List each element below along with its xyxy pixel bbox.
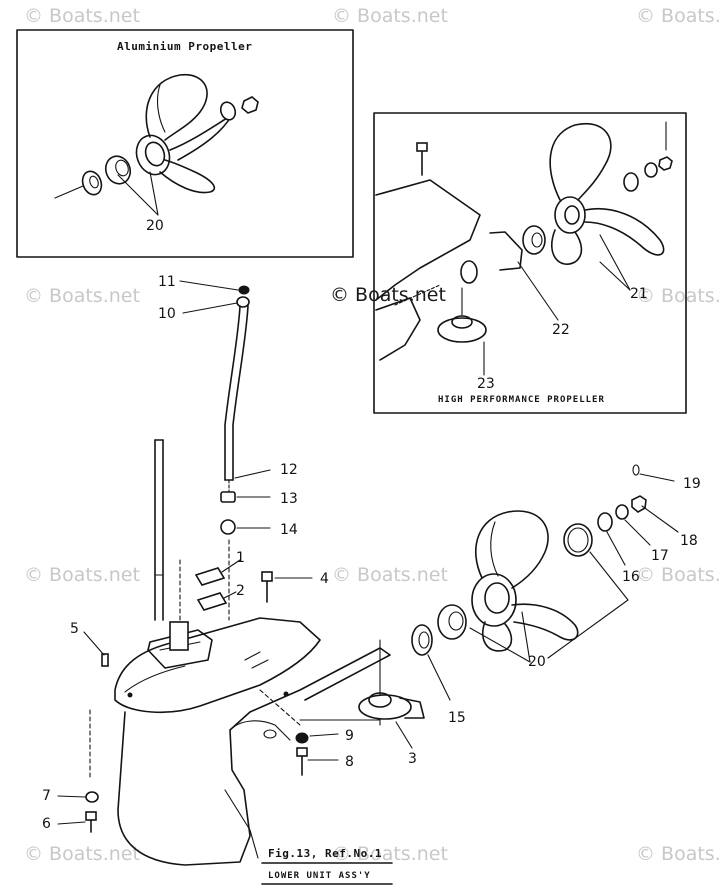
watermark-layer: © Boats.net © Boats.net © Boats.net © Bo… <box>24 5 720 865</box>
callout-20: 20 <box>528 654 546 670</box>
part-5-shape <box>101 653 109 667</box>
thrust-spacer-shape <box>522 225 546 255</box>
hp-blade-lower <box>550 229 583 265</box>
water-pump-base <box>147 629 213 669</box>
upper-small-parts: 1 2 4 5 <box>70 550 329 667</box>
callout-14: 14 <box>280 522 298 538</box>
propeller-nut-shape <box>241 96 259 114</box>
figure-caption: Fig.13, Ref.No.1 LOWER UNIT ASS'Y <box>261 847 393 885</box>
propeller-blade-upper <box>145 74 208 141</box>
callout-11: 11 <box>158 274 176 290</box>
anode-plate-shape <box>437 317 487 343</box>
watermark: © Boats.net <box>24 285 140 307</box>
callout-1: 1 <box>236 550 245 566</box>
callout-22: 22 <box>552 322 570 338</box>
callout-20-inset: 20 <box>146 218 164 234</box>
propeller-blade-lower <box>159 159 216 194</box>
callout-8: 8 <box>345 754 354 770</box>
lower-gearcase-housing <box>89 617 391 866</box>
propeller-washer-shape <box>219 101 237 121</box>
gearcase-top-plate <box>114 617 321 714</box>
callout-19: 19 <box>683 476 701 492</box>
watermark: © Boats.net <box>636 5 720 27</box>
watermark: © Boats.net <box>332 5 448 27</box>
callout-16: 16 <box>622 569 640 585</box>
part-2-shape <box>196 592 228 611</box>
main-propeller-assembly: 15 20 16 17 18 <box>411 464 701 726</box>
callout-23: 23 <box>477 376 495 392</box>
watermark: © Boats.net <box>636 285 720 307</box>
callout-3: 3 <box>408 751 417 767</box>
part-15-shape <box>411 624 433 656</box>
callout-7: 7 <box>42 788 51 804</box>
thrust-washer-shape <box>81 170 103 196</box>
part-19-shape <box>632 464 640 476</box>
inset-high-performance-propeller: 21 22 23 HIGH PERFORMANCE PROPELLER <box>373 112 687 414</box>
callout-13: 13 <box>280 491 298 507</box>
shift-rod-assembly: 11 10 12 13 14 <box>154 274 298 641</box>
lower-fasteners: 7 6 9 8 <box>42 728 354 833</box>
inset-frame <box>373 112 687 414</box>
figure-caption-text: LOWER UNIT ASS'Y <box>268 871 371 881</box>
figure-ref: Fig.13, Ref.No.1 <box>268 847 382 860</box>
gearcase-body <box>117 647 391 866</box>
callout-17: 17 <box>651 548 669 564</box>
watermark: © Boats.net <box>24 5 140 27</box>
part-10-shape <box>236 296 250 308</box>
hp-propeller-hub <box>554 196 586 234</box>
callout-10: 10 <box>158 306 176 322</box>
part-17-shape <box>615 504 629 520</box>
hp-blade-upper <box>549 122 612 201</box>
part-3-trim-tab: 3 <box>358 692 425 767</box>
callout-5: 5 <box>70 621 79 637</box>
watermark: © Boats.net <box>332 564 448 586</box>
callout-12: 12 <box>280 462 298 478</box>
watermark: © Boats.net <box>636 843 720 865</box>
prop-thrust-spacer <box>437 604 467 640</box>
thrust-spacer-shape <box>104 155 132 185</box>
part-14-shape <box>220 519 236 535</box>
part-1-shape <box>194 567 226 586</box>
callout-4: 4 <box>320 571 329 587</box>
part-9-shape <box>295 732 309 744</box>
callout-21: 21 <box>630 286 648 302</box>
watermark: © Boats.net <box>24 564 140 586</box>
inset-aluminium-title: Aluminium Propeller <box>117 40 252 53</box>
part-13-shape <box>220 491 236 503</box>
main-propeller-blade-lower <box>481 621 513 652</box>
propeller-blade-right <box>169 114 233 161</box>
part-16-shape <box>597 512 613 532</box>
inset-aluminium-propeller: Aluminium Propeller 20 <box>16 29 354 258</box>
callout-18: 18 <box>680 533 698 549</box>
callout-15: 15 <box>448 710 466 726</box>
watermark: © Boats.net <box>24 843 140 865</box>
part-7-shape <box>85 791 99 803</box>
callout-2: 2 <box>236 583 245 599</box>
callout-6: 6 <box>42 816 51 832</box>
watermark: © Boats.net <box>330 284 446 306</box>
inset-high-performance-title: HIGH PERFORMANCE PROPELLER <box>438 395 605 405</box>
inset-frame <box>16 29 354 258</box>
main-propeller-blade-upper <box>474 510 549 589</box>
slotted-washer-shape <box>489 231 523 271</box>
watermark: © Boats.net <box>332 843 448 865</box>
main-propeller-blade-right <box>511 603 579 641</box>
gearcase-fragment <box>375 179 481 301</box>
watermark: © Boats.net <box>636 564 720 586</box>
part-11-shape <box>238 285 250 295</box>
hp-blade-right <box>584 208 665 256</box>
callout-9: 9 <box>345 728 354 744</box>
shift-rod <box>224 305 241 481</box>
part-18-shape <box>631 495 647 513</box>
